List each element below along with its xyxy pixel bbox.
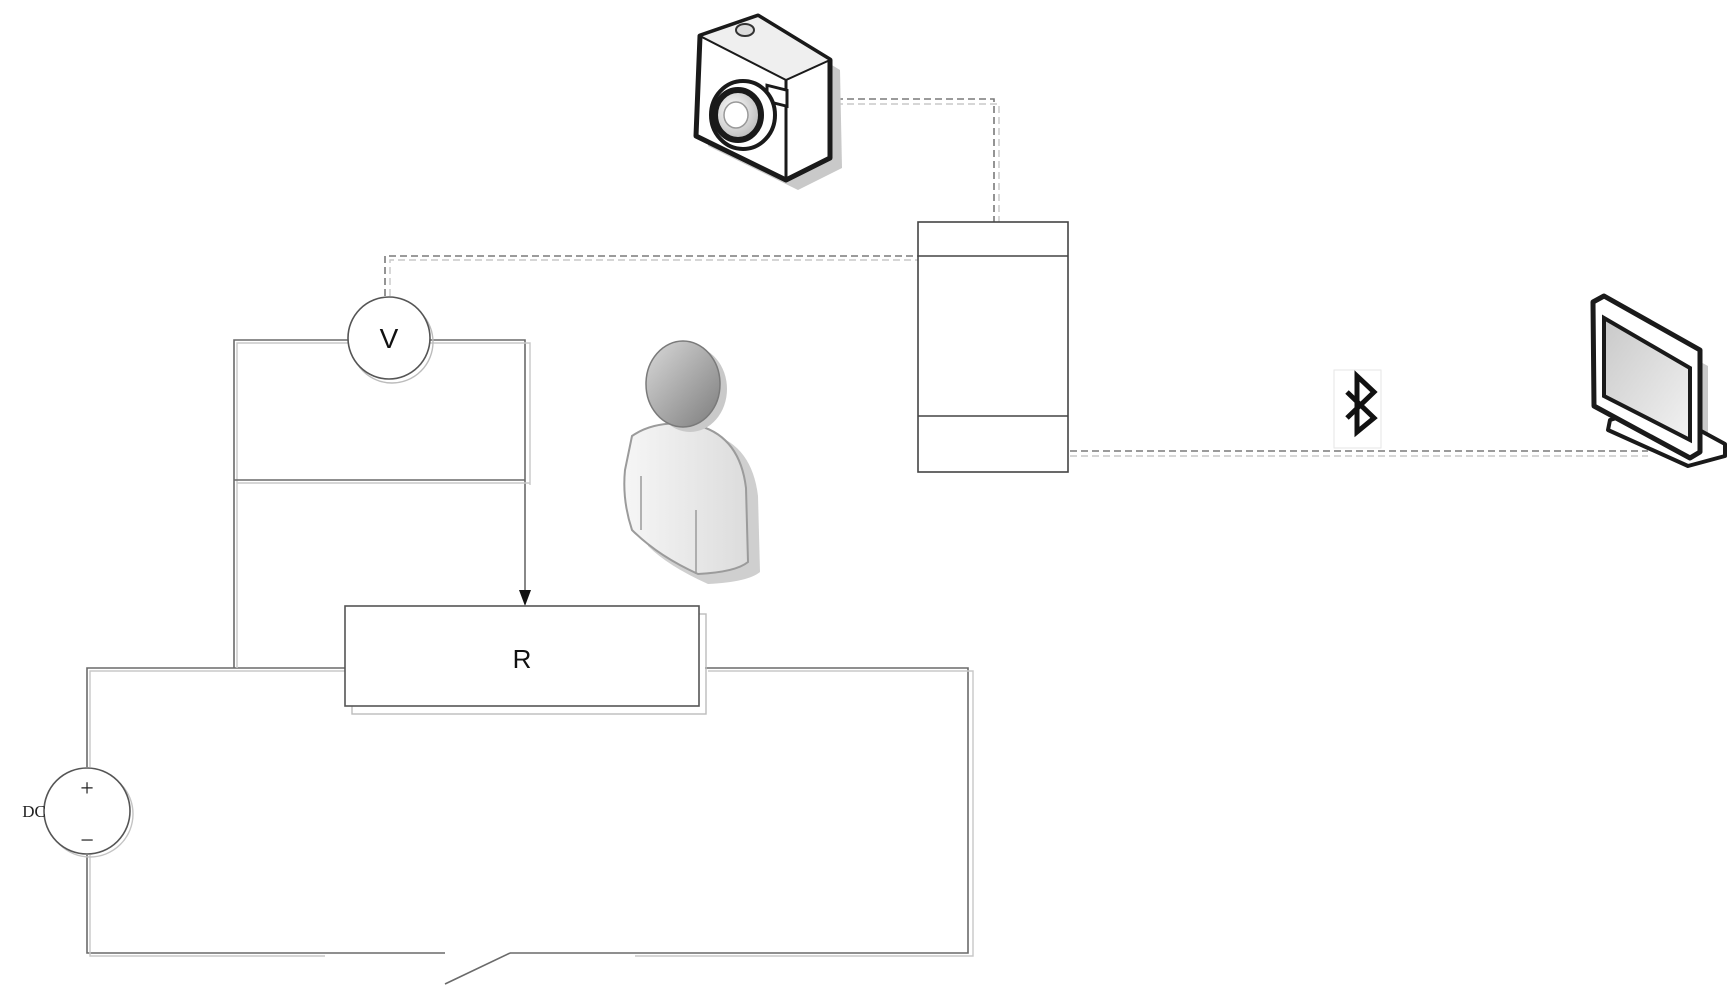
monitor-icon — [1590, 293, 1727, 468]
signal-lines — [384, 98, 1648, 457]
wiper-arrow — [519, 590, 531, 606]
bluetooth-icon — [1333, 369, 1382, 449]
voltmeter: V — [347, 296, 434, 384]
person-icon — [623, 340, 760, 584]
dc-label: DC — [22, 802, 46, 821]
switch-blade — [444, 952, 511, 985]
controller-box — [917, 221, 1069, 473]
dc-plus: + — [80, 776, 94, 802]
circuit-wires — [86, 339, 974, 985]
resistor-label: R — [513, 644, 532, 674]
resistor: R — [344, 605, 707, 715]
camera-icon — [693, 13, 842, 190]
voltmeter-label: V — [380, 323, 399, 354]
dc-source: + − DC — [22, 767, 134, 858]
dc-minus: − — [80, 828, 94, 854]
